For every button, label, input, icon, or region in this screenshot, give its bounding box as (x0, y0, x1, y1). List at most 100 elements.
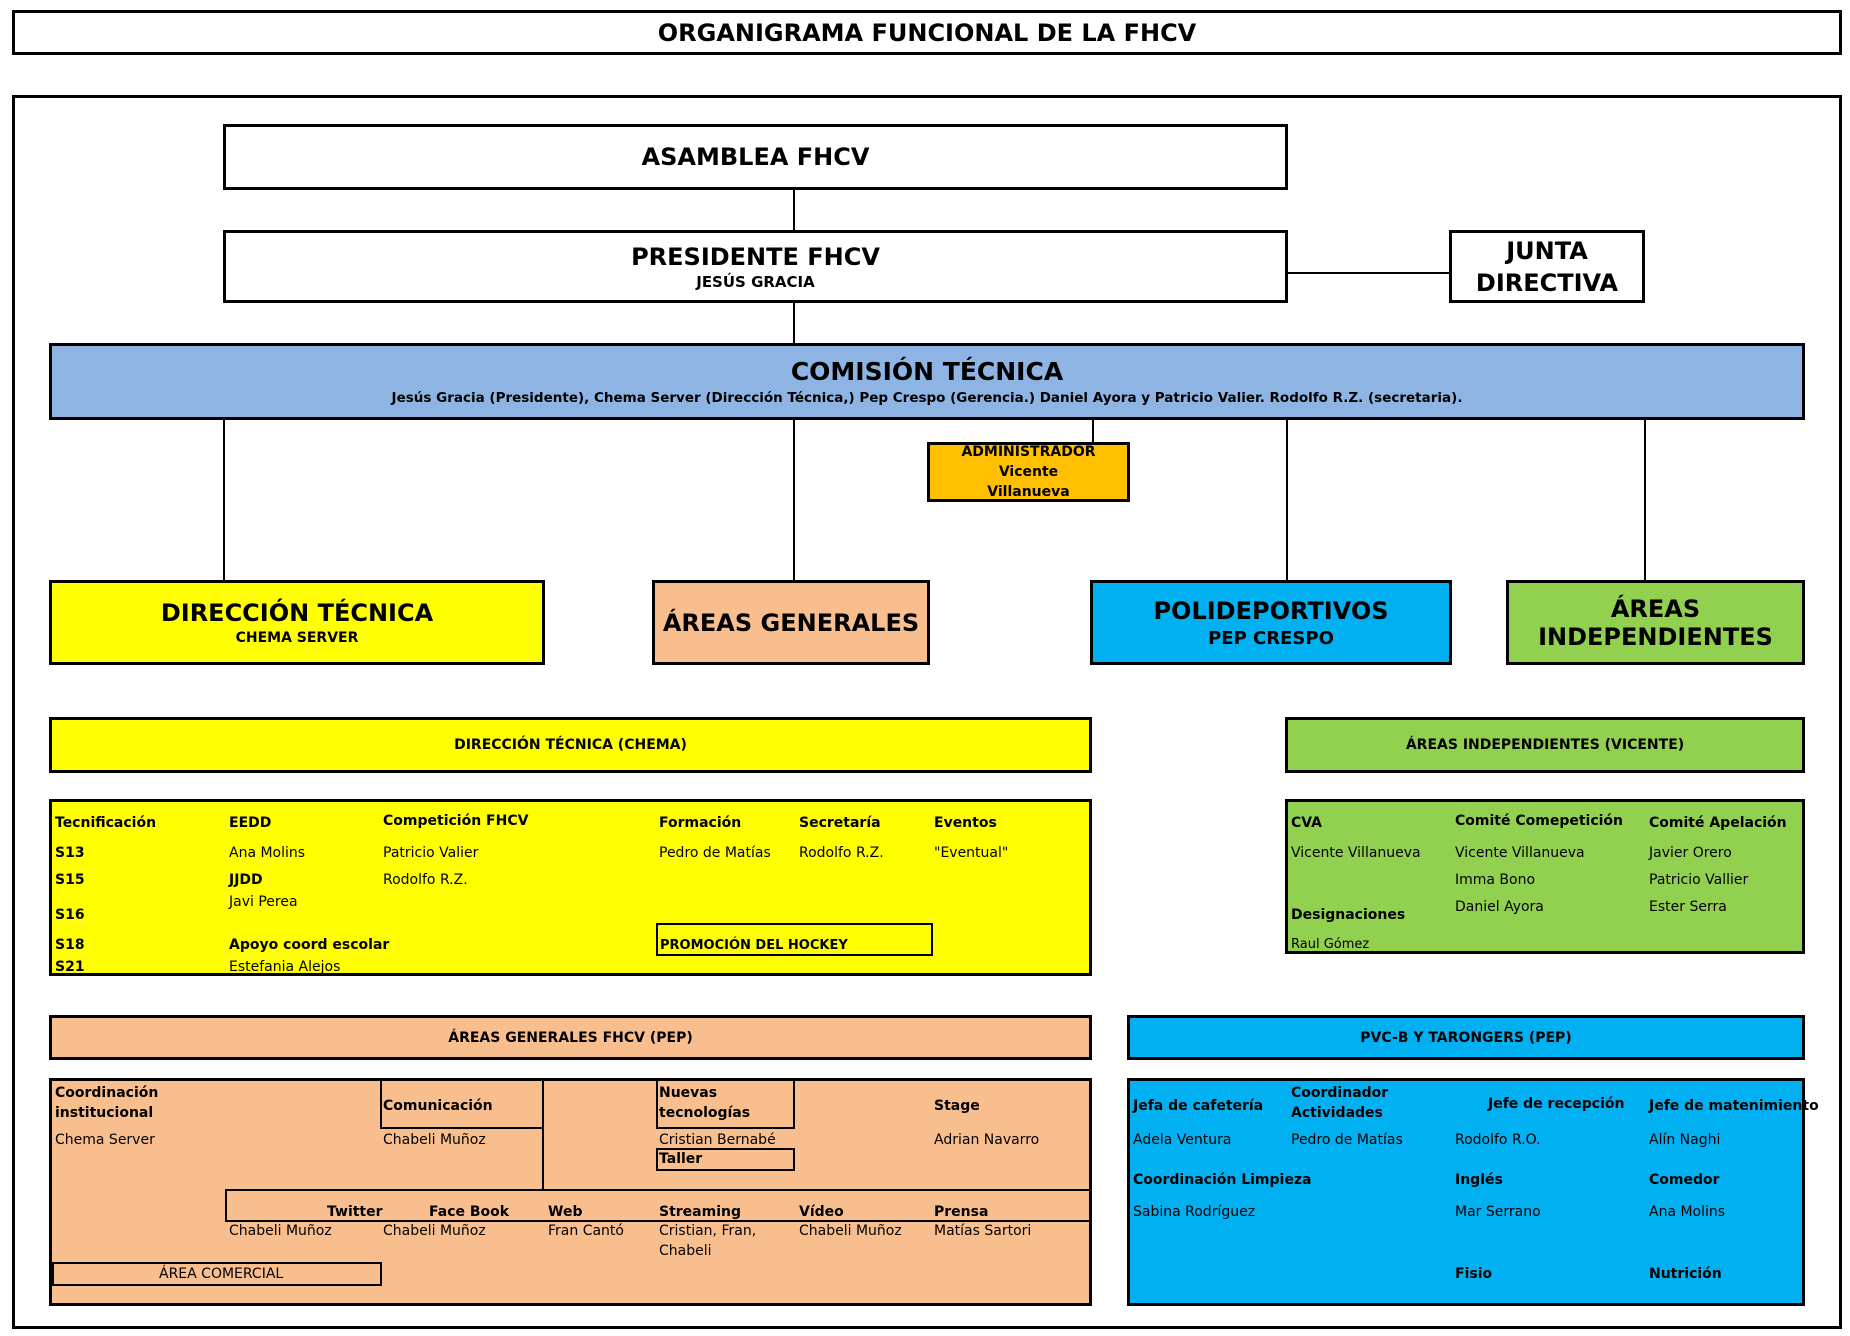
ag-web-name: Fran Cantó (548, 1223, 624, 1239)
connector-presidente-comision (793, 302, 795, 345)
dt-eventos: Eventos (934, 815, 997, 831)
pvc-jefe-mant: Jefe de matenimiento (1649, 1098, 1819, 1114)
presidente-name: JESÚS GRACIA (696, 272, 815, 291)
dt-pedro: Pedro de Matías (659, 845, 771, 861)
pvc-comedor: Comedor (1649, 1172, 1720, 1188)
ai-comite-comp: Comité Comepetición (1455, 813, 1624, 829)
generales-title: ÁREAS GENERALES (662, 608, 920, 637)
connector-comision-administrador (1092, 418, 1094, 444)
presidente-title: PRESIDENTE FHCV (631, 242, 880, 271)
dt-s16: S16 (55, 907, 85, 923)
ag-taller-box (656, 1148, 795, 1171)
direccion-tecnica-box: DIRECCIÓN TÉCNICA CHEMA SERVER (49, 580, 545, 665)
areas-independientes-box: ÁREAS INDEPENDIENTES (1506, 580, 1805, 665)
ag-chabeli: Chabeli Muñoz (383, 1132, 486, 1148)
ag-facebook-name: Chabeli Muñoz (383, 1223, 486, 1239)
asamblea-box: ASAMBLEA FHCV (223, 124, 1288, 190)
dt-s15: S15 (55, 872, 85, 888)
presidente-box: PRESIDENTE FHCV JESÚS GRACIA (223, 230, 1288, 303)
connector-comision-independientes (1644, 418, 1646, 582)
pvc-adela: Adela Ventura (1133, 1132, 1232, 1148)
dt-estefania: Estefania Alejos (229, 959, 341, 975)
ag-header-label: ÁREAS GENERALES FHCV (PEP) (448, 1029, 693, 1046)
ag-nuevas-2: tecnologías (659, 1105, 751, 1121)
junta-line2: DIRECTIVA (1475, 268, 1619, 297)
pvc-ana: Ana Molins (1649, 1204, 1726, 1220)
direccion-name: CHEMA SERVER (235, 629, 359, 646)
pvc-jefe-rec: Jefe de recepción (1488, 1096, 1625, 1112)
comision-tecnica-box: COMISIÓN TÉCNICA Jesús Gracia (President… (49, 343, 1805, 420)
polideportivos-title: POLIDEPORTIVOS (1153, 596, 1389, 625)
ai-header-label: ÁREAS INDEPENDIENTES (VICENTE) (1405, 737, 1685, 753)
pvc-pedro: Pedro de Matías (1291, 1132, 1403, 1148)
dt-apoyo: Apoyo coord escolar (229, 937, 390, 953)
ag-divider-vertical (542, 1081, 544, 1191)
title-box: ORGANIGRAMA FUNCIONAL DE LA FHCV (12, 10, 1842, 55)
comision-members: Jesús Gracia (Presidente), Chema Server … (391, 389, 1463, 406)
junta-line1: JUNTA (1506, 236, 1588, 265)
ag-streaming: Streaming (659, 1204, 741, 1220)
dt-javi-perea: Javi Perea (229, 894, 298, 910)
connector-comision-generales (793, 418, 795, 582)
pvc-header-label: PVC-B Y TARONGERS (PEP) (1360, 1029, 1572, 1046)
dt-promocion: PROMOCIÓN DEL HOCKEY (660, 938, 848, 953)
ai-imma: Imma Bono (1455, 872, 1536, 888)
ai-panel-header: ÁREAS INDEPENDIENTES (VICENTE) (1285, 717, 1805, 773)
ag-web: Web (548, 1204, 583, 1220)
ag-prensa: Prensa (934, 1204, 989, 1220)
connector-presidente-junta (1287, 272, 1450, 274)
pvc-fisio: Fisio (1455, 1266, 1493, 1282)
dt-ana-molins: Ana Molins (229, 845, 306, 861)
dt-eventual: "Eventual" (934, 845, 1009, 861)
page-title: ORGANIGRAMA FUNCIONAL DE LA FHCV (657, 18, 1197, 47)
areas-generales-box: ÁREAS GENERALES (652, 580, 930, 665)
comision-title: COMISIÓN TÉCNICA (790, 356, 1064, 386)
ai-raul: Raul Gómez (1291, 937, 1370, 952)
administrador-line2: Villanueva (987, 484, 1070, 500)
ag-coord-1: Coordinación (55, 1085, 159, 1101)
pvc-nutricion: Nutrición (1649, 1266, 1722, 1282)
connector-comision-direccion (223, 418, 225, 582)
ag-panel-body: ÁREA COMERCIAL Coordinación instituciona… (49, 1078, 1092, 1306)
ai-designaciones: Designaciones (1291, 907, 1406, 923)
ai-ester: Ester Serra (1649, 899, 1727, 915)
dt-panel-header: DIRECCIÓN TÉCNICA (CHEMA) (49, 717, 1092, 773)
administrador-box: ADMINISTRADOR Vicente Villanueva (927, 442, 1130, 502)
dt-promocion-box: PROMOCIÓN DEL HOCKEY (656, 923, 933, 956)
administrador-line1: ADMINISTRADOR Vicente (961, 444, 1096, 480)
pvc-limpieza: Coordinación Limpieza (1133, 1172, 1312, 1188)
dt-jjdd: JJDD (229, 872, 263, 888)
ag-media-box (225, 1189, 1092, 1222)
chart-frame (12, 95, 1842, 1329)
pvc-jefa-caf: Jefa de cafetería (1133, 1098, 1264, 1114)
ai-panel-body: CVA Vicente Villanueva Designaciones Rau… (1285, 799, 1805, 954)
pvc-coord-act-1: Coordinador (1291, 1085, 1389, 1101)
ag-taller: Taller (659, 1151, 703, 1167)
direccion-title: DIRECCIÓN TÉCNICA (160, 598, 434, 627)
dt-tecnificacion: Tecnificación (55, 815, 157, 831)
polideportivos-name: PEP CRESPO (1208, 627, 1334, 649)
pvc-mar: Mar Serrano (1455, 1204, 1541, 1220)
ag-video: Vídeo (799, 1204, 844, 1220)
dt-eedd: EEDD (229, 815, 272, 831)
pvc-ingles: Inglés (1455, 1172, 1503, 1188)
ag-facebook: Face Book (429, 1204, 510, 1220)
ai-patricio: Patricio Vallier (1649, 872, 1749, 888)
ag-coord-2: institucional (55, 1105, 154, 1121)
dt-secretaria: Secretaría (799, 815, 881, 831)
ai-vv: Vicente Villanueva (1455, 845, 1585, 861)
ag-nuevas-1: Nuevas (659, 1085, 718, 1101)
ag-chema: Chema Server (55, 1132, 155, 1148)
pvc-panel-header: PVC-B Y TARONGERS (PEP) (1127, 1015, 1805, 1060)
ag-streaming-1: Cristian, Fran, (659, 1223, 757, 1239)
ag-panel-header: ÁREAS GENERALES FHCV (PEP) (49, 1015, 1092, 1060)
ai-comite-apel: Comité Apelación (1649, 815, 1787, 831)
ai-cva: CVA (1291, 815, 1322, 831)
pvc-coord-act-2: Actividades (1291, 1105, 1383, 1121)
dt-panel-body: Tecnificación S13 S15 S16 S18 S21 EEDD A… (49, 799, 1092, 976)
pvc-alin: Alín Naghi (1649, 1132, 1721, 1148)
dt-formacion: Formación (659, 815, 742, 831)
ag-comercial: ÁREA COMERCIAL (159, 1266, 284, 1282)
ag-nuevas-box (656, 1081, 795, 1129)
